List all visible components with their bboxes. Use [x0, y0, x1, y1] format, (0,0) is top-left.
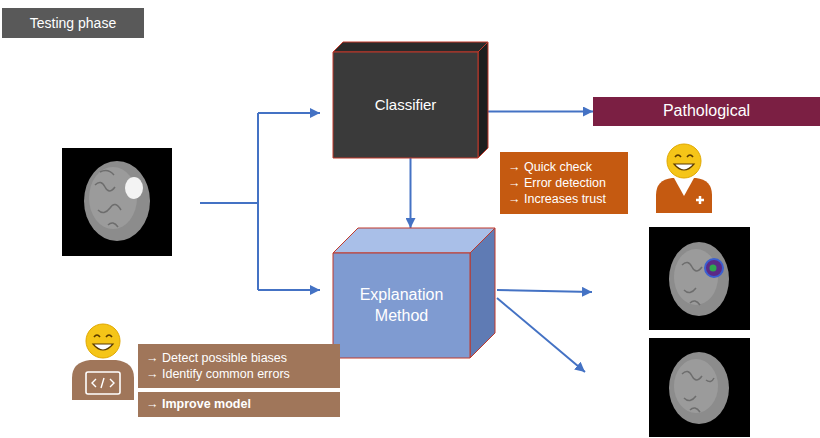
benefit-box: → Quick check→ Error detection→ Increase…: [500, 152, 628, 214]
flow-arrow: [488, 111, 593, 113]
heatmap-core: [710, 265, 717, 272]
output-mri: [649, 338, 750, 437]
grin: [93, 344, 113, 350]
eyes: [94, 335, 112, 337]
benefit-box: → Detect possible biases→ Identify commo…: [138, 344, 340, 388]
brain-tissue: [674, 359, 718, 413]
cube-top: [333, 228, 495, 253]
face: [667, 144, 701, 178]
cube-side: [478, 42, 488, 158]
flow-line: [257, 113, 259, 290]
brain-gyri: [95, 171, 121, 227]
explanation-cube: Explanation Method: [333, 228, 495, 358]
heatmap: [705, 259, 723, 277]
node-text: → Detect possible biases: [146, 350, 287, 366]
flow-arrow: [258, 112, 320, 114]
node-text: → Improve model: [146, 396, 251, 412]
doctor-icon: [656, 144, 712, 213]
output-heatmap: [649, 227, 750, 330]
node-text: Testing phase: [30, 14, 116, 32]
flow-arrow: [410, 158, 412, 228]
brain-gyri: [682, 262, 702, 305]
node-text: → Error detection: [508, 175, 606, 191]
node-text: → Identify common errors: [146, 366, 290, 382]
node-text: → Increases trust: [508, 191, 606, 207]
brain-tissue: [89, 167, 137, 229]
doctor-body: [656, 178, 712, 213]
image-frame: [62, 148, 172, 256]
cube-side: [470, 228, 495, 358]
classifier-cube: Classifier: [333, 42, 488, 158]
flow-line: [200, 202, 258, 204]
node-text: Explanation Method: [341, 285, 462, 327]
code-symbol: [92, 378, 114, 388]
tumor: [125, 177, 143, 199]
brain: [669, 352, 729, 424]
flow-arrow: [497, 290, 592, 292]
image-frame: [649, 338, 750, 437]
doctor-collar: [674, 178, 694, 196]
brain: [84, 161, 150, 241]
cube-front: [333, 253, 470, 358]
node-text: Pathological: [663, 101, 750, 122]
developer-icon: [72, 324, 134, 400]
grin: [674, 164, 694, 170]
flow-arrow: [497, 298, 585, 372]
image-frame: [649, 227, 750, 330]
developer-body: [72, 360, 134, 400]
laptop: [86, 372, 120, 394]
face: [86, 324, 120, 358]
phase-tag: Testing phase: [2, 8, 144, 38]
eyes: [675, 155, 693, 157]
input-mri: [62, 148, 172, 256]
cube-front: [333, 52, 478, 158]
doctor-cross: [696, 196, 704, 204]
benefit-box: → Improve model: [138, 392, 340, 417]
result-band: Pathological: [593, 97, 820, 126]
node-text: Classifier: [375, 95, 437, 115]
cube-top: [333, 42, 488, 52]
brain: [669, 242, 729, 316]
brain-gyri: [682, 371, 714, 412]
node-text: → Quick check: [508, 159, 592, 175]
flow-arrow: [258, 289, 320, 291]
